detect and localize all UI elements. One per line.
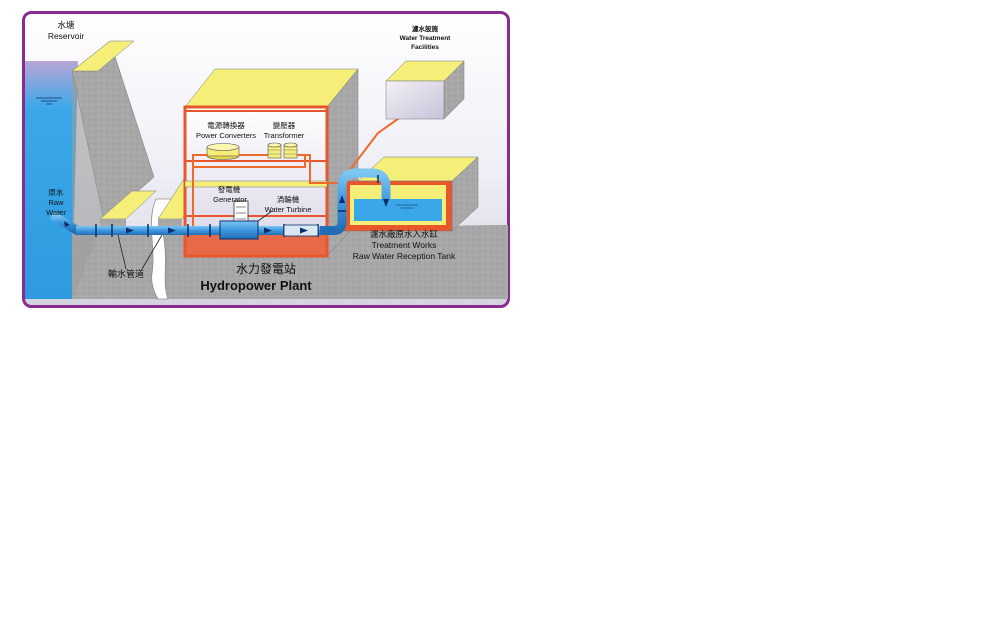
turbine-housing xyxy=(219,220,259,240)
water-treatment-box xyxy=(385,60,465,120)
facilities-label-en-2: Facilities xyxy=(411,44,439,51)
transformer-label-en: Transformer xyxy=(264,131,305,140)
power-converters-label-en: Power Converters xyxy=(196,131,256,140)
reservoir-water xyxy=(25,61,78,299)
dam-top xyxy=(71,40,135,72)
pipeline-label-zh: 輸水管道 xyxy=(108,268,144,279)
floor-slab xyxy=(184,180,328,188)
tank-label-en-1: Treatment Works xyxy=(372,240,437,250)
raw-water-label-zh: 原水 xyxy=(49,187,64,197)
hydropower-diagram: 水塘 Reservoir 原水 Raw Water 輸水管道 水力發電站 Hyd… xyxy=(22,11,510,308)
power-converters-label-zh: 電源轉換器 xyxy=(207,120,245,130)
leader-lines xyxy=(117,210,273,270)
ground xyxy=(72,225,508,299)
power-line xyxy=(192,108,413,229)
tank-label-en-2: Raw Water Reception Tank xyxy=(353,251,456,261)
facilities-label-en-1: Water Treatment xyxy=(400,35,452,42)
transformer-label-zh: 變壓器 xyxy=(273,120,296,130)
plant-label-zh: 水力發電站 xyxy=(236,261,296,276)
tank-label-zh: 濾水廠原水入水缸 xyxy=(370,229,439,239)
raw-water-label-en-1: Raw xyxy=(48,198,64,207)
water-level-mark xyxy=(36,97,62,105)
reception-tank xyxy=(343,156,479,232)
pipeline xyxy=(49,168,391,240)
generator-label-zh: 發電機 xyxy=(218,184,241,194)
transformer-unit xyxy=(267,142,298,159)
facilities-label-zh: 濾水設施 xyxy=(412,24,439,33)
turbine-label-en: Water Turbine xyxy=(265,205,312,214)
generator-label-en: Generator xyxy=(213,195,247,204)
plant-label-en: Hydropower Plant xyxy=(200,278,312,293)
reservoir-label-zh: 水塘 xyxy=(57,20,75,30)
raw-water-label-en-2: Water xyxy=(46,208,66,217)
turbine-label-zh: 渦輪機 xyxy=(277,194,300,204)
power-converters-unit xyxy=(206,143,240,160)
reservoir-label-en: Reservoir xyxy=(48,31,85,41)
